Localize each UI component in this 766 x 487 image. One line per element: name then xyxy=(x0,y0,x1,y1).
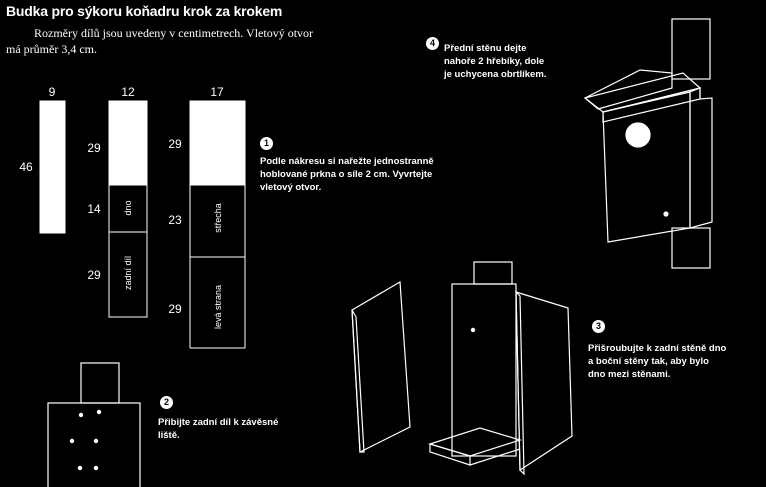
dim-col1-height: 46 xyxy=(19,160,33,174)
step-2-badge: 2 xyxy=(160,396,173,409)
step-4-text: Přední stěnu dejte nahoře 2 hřebíky, dol… xyxy=(444,43,547,80)
step-3-badge: 3 xyxy=(592,320,605,333)
dim-col1-width: 9 xyxy=(48,85,56,99)
back-panel-with-hanger xyxy=(47,362,141,487)
page-title: Budka pro sýkoru koňadru krok za krokem xyxy=(6,3,283,19)
step-2-text: Přibijte zadní díl k závěsné liště. xyxy=(158,417,279,441)
dim-col3-h1: 29 xyxy=(168,137,182,151)
step-4-badge: 4 xyxy=(426,37,439,50)
label-zadni-dil: zadní díl xyxy=(123,255,133,291)
board-17-top xyxy=(189,100,246,186)
birdhouse-finished xyxy=(583,18,713,269)
dim-col2-h3: 29 xyxy=(87,268,101,282)
step-1-text: Podle nákresu si nařežte jednostranně ho… xyxy=(260,156,434,193)
dim-col2-h2: 14 xyxy=(87,202,101,216)
intro-line-1: Rozměry dílů jsou uvedeny v centimetrech… xyxy=(34,26,314,40)
birdhouse-exploded xyxy=(351,261,573,476)
dim-col2-width: 12 xyxy=(121,85,135,99)
label-dno: dno xyxy=(123,200,133,216)
intro-text: Rozměry dílů jsou uvedeny v centimetrech… xyxy=(6,25,406,57)
board-12-back-top xyxy=(108,100,148,186)
label-leva-strana: levá strana xyxy=(213,284,223,330)
label-strecha: střecha xyxy=(213,203,223,233)
dim-col3-width: 17 xyxy=(210,85,224,99)
dim-col3-h3: 29 xyxy=(168,302,182,316)
board-12-lower xyxy=(108,184,148,318)
intro-line-2: má průměr 3,4 cm. xyxy=(6,42,97,56)
dim-col3-h2: 23 xyxy=(168,213,182,227)
step-1-badge: 1 xyxy=(260,137,273,150)
dim-col2-h1: 29 xyxy=(87,141,101,155)
board-9x46 xyxy=(39,100,66,234)
step-3-text: Přišroubujte k zadní stěně dno a boční s… xyxy=(588,343,727,380)
